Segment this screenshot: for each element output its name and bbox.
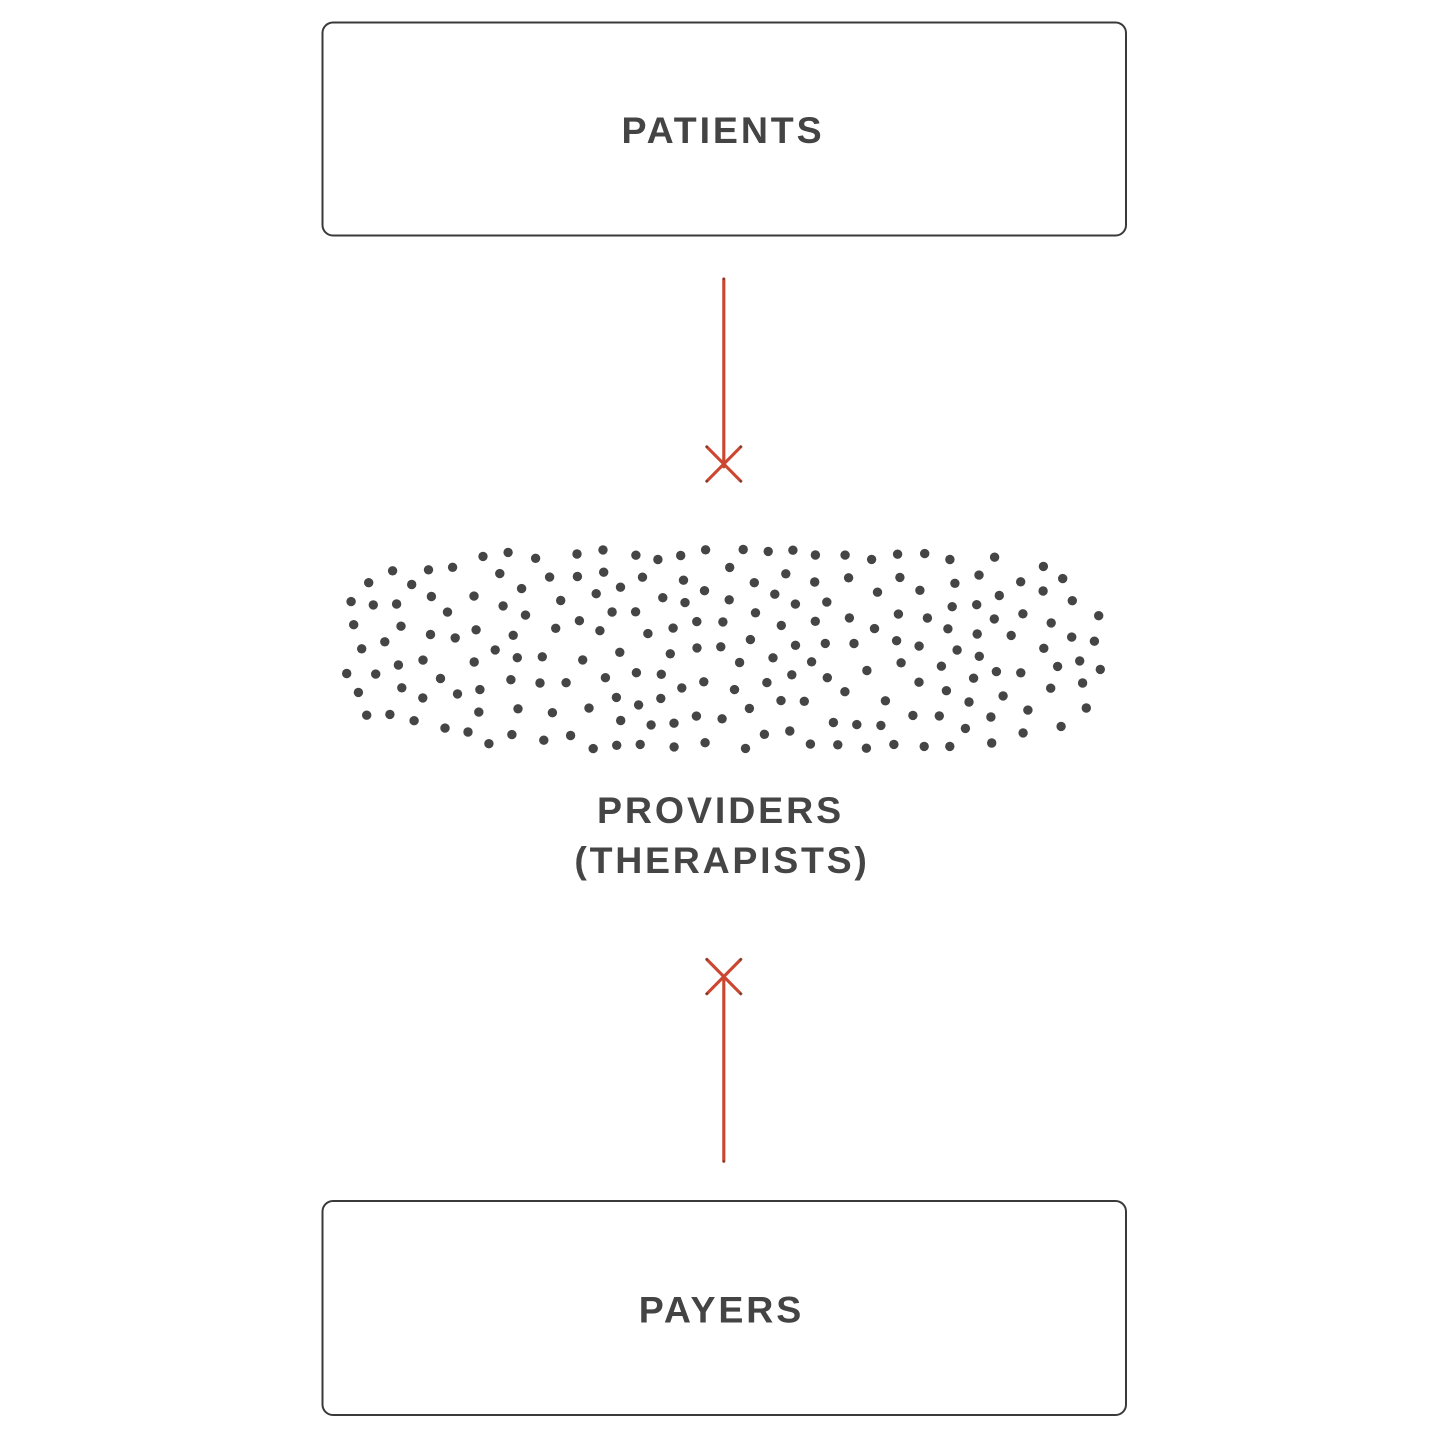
svg-text:PROVIDERS: PROVIDERS (597, 789, 844, 831)
svg-text:(THERAPISTS): (THERAPISTS) (574, 839, 869, 881)
svg-text:PAYERS: PAYERS (639, 1289, 804, 1331)
svg-text:PATIENTS: PATIENTS (621, 109, 824, 151)
